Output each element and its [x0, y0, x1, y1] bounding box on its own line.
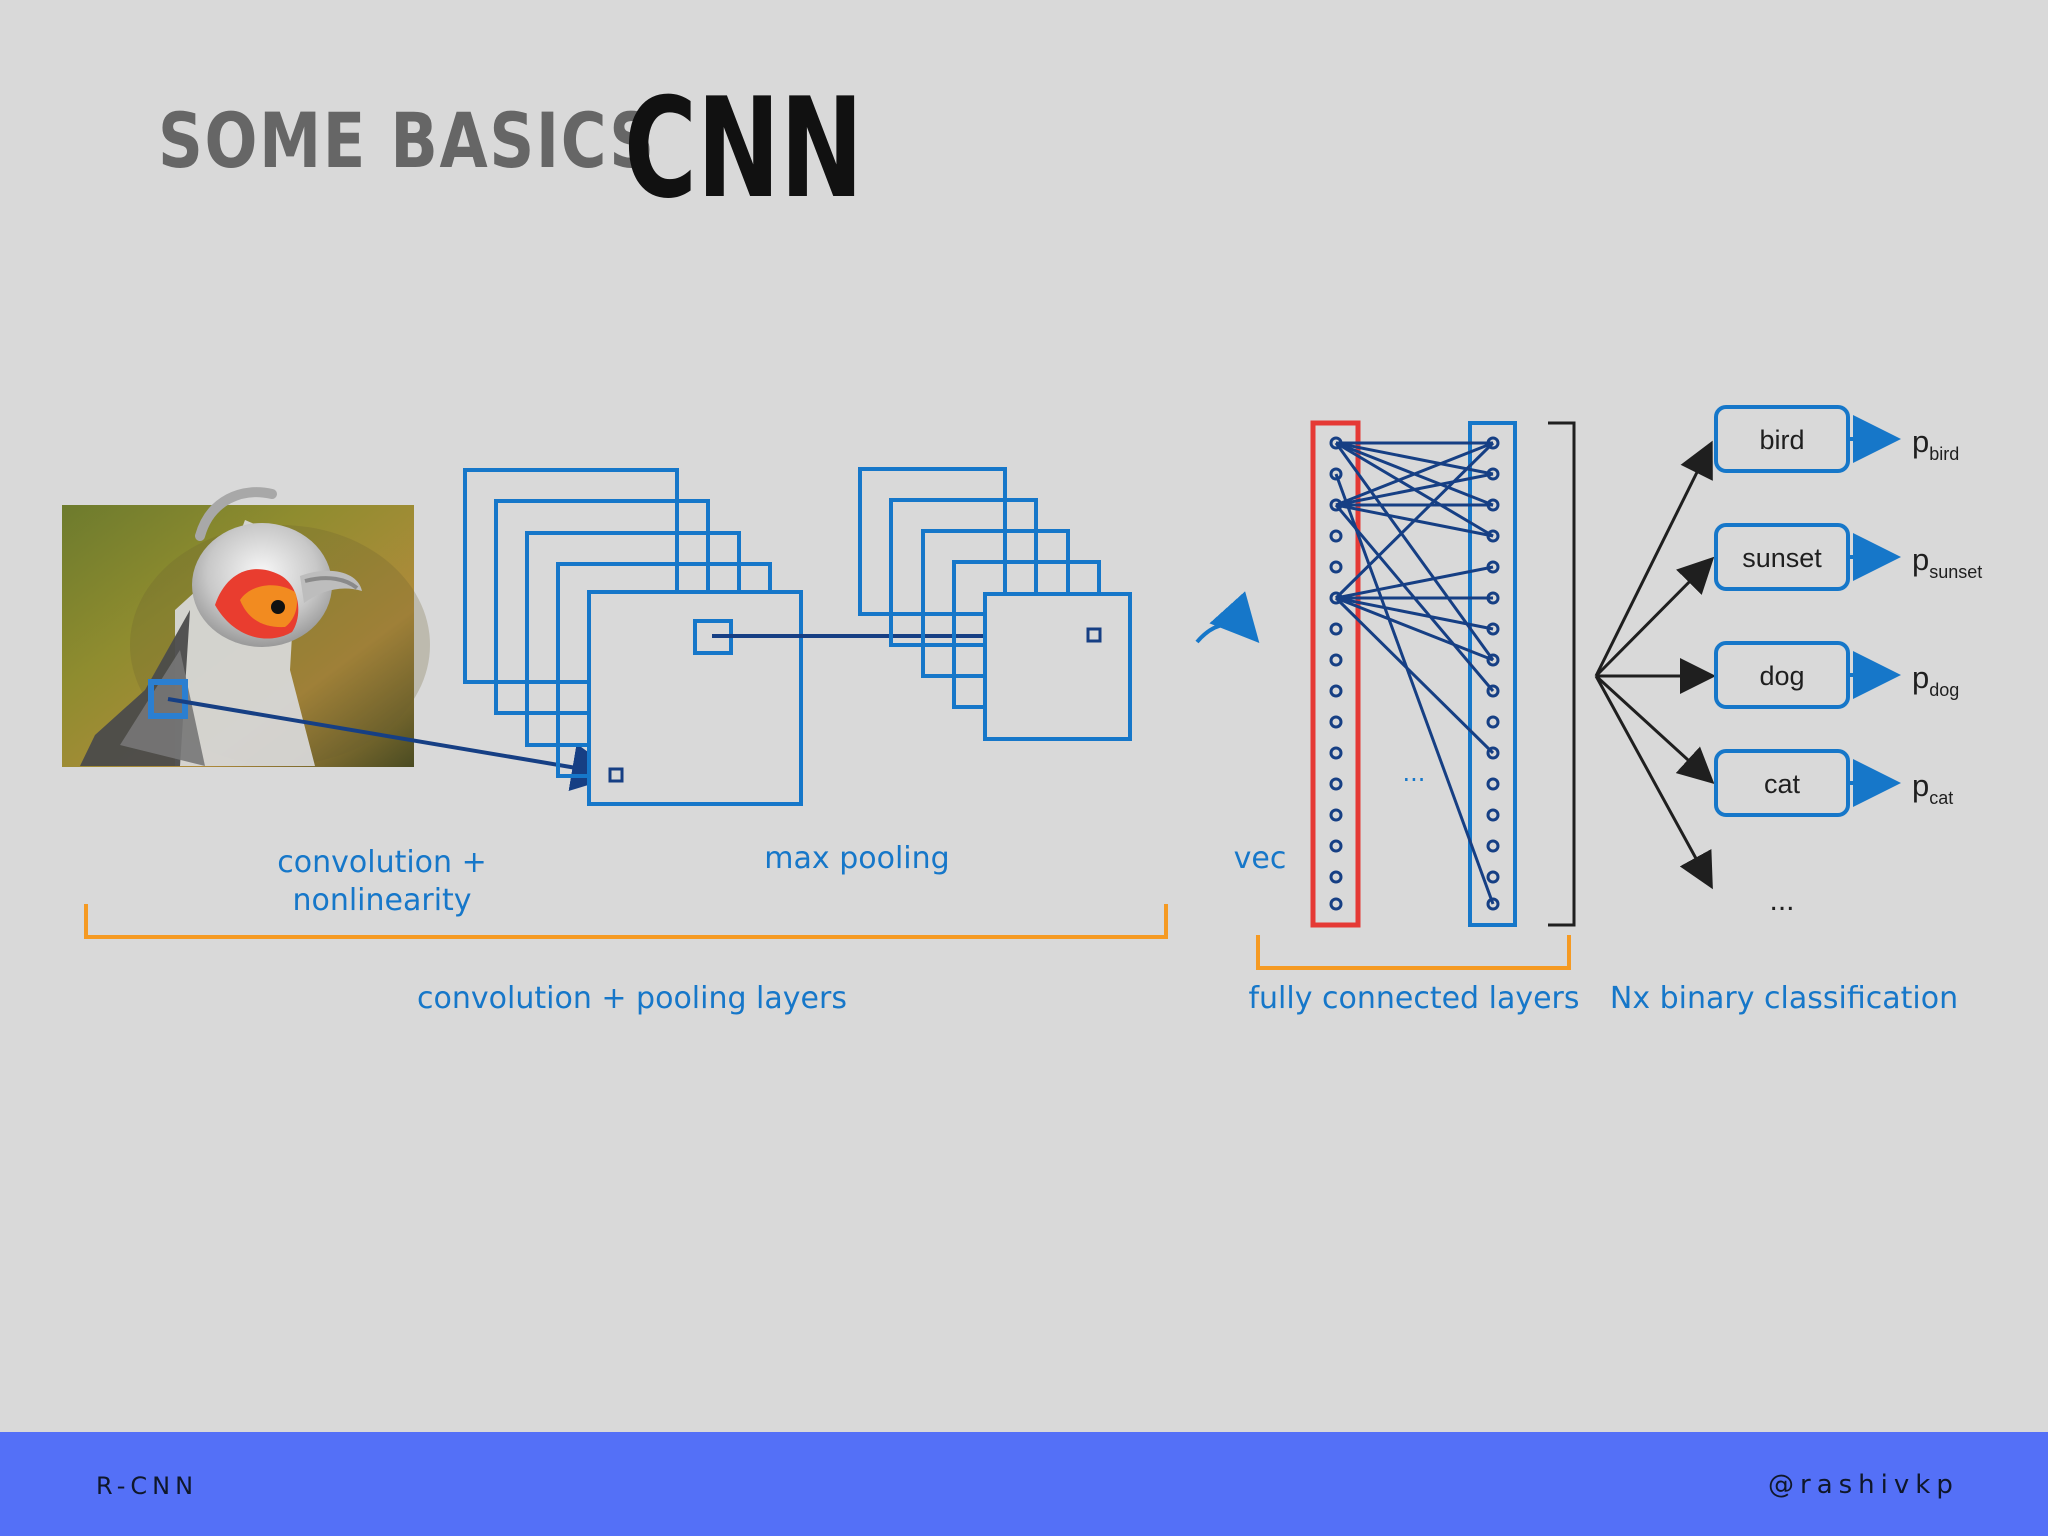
- label-hidden-ellipsis: ...: [1403, 759, 1426, 787]
- fc-bracket: [1256, 935, 1571, 970]
- input-vector-column: [1310, 420, 1361, 928]
- convolution-stack: [463, 468, 1106, 806]
- output-label-cat: cat: [1764, 769, 1801, 799]
- input-vector-nodes: [1329, 436, 1343, 911]
- probability-cat: pcat: [1912, 768, 1953, 808]
- probability-sunset: psunset: [1912, 542, 1982, 582]
- label-max-pooling: max pooling: [764, 841, 949, 876]
- output-label-bird: bird: [1759, 425, 1804, 455]
- footer-right-label: @rashivkp: [1768, 1470, 1959, 1500]
- label-conv-pool-layers: convolution + pooling layers: [417, 981, 847, 1016]
- label-fully-connected-layers: fully connected layers: [1248, 981, 1579, 1016]
- pooling-stack: [858, 467, 1260, 741]
- hidden-vector-column: [1468, 421, 1517, 927]
- output-box-bird: bird pbird: [1714, 405, 1959, 473]
- fully-connected-layers: [1310, 420, 1576, 928]
- output-box-sunset: sunset psunset: [1714, 523, 1982, 591]
- conv-pool-bracket: [84, 904, 1168, 939]
- output-box-dog: dog pdog: [1714, 641, 1959, 709]
- title-prefix: SOME BASICS: [158, 96, 656, 185]
- probability-dog: pdog: [1912, 660, 1959, 700]
- footer-left-label: R-CNN: [96, 1472, 199, 1500]
- output-label-dog: dog: [1759, 661, 1804, 691]
- footer-bar: R-CNN @rashivkp: [0, 1432, 2048, 1536]
- output-ellipsis: ...: [1769, 884, 1794, 917]
- flatten-arrow: [1195, 591, 1260, 644]
- title-main: CNN: [624, 68, 864, 229]
- conv-arrow: [167, 697, 620, 792]
- output-box-cat: cat pcat: [1714, 749, 1953, 817]
- dense-connections: [1334, 441, 1495, 905]
- label-convolution-line-1: convolution +: [277, 845, 486, 880]
- input-patch: [148, 679, 188, 719]
- output-label-sunset: sunset: [1742, 543, 1822, 573]
- classification-outputs: bird pbird sunset psunset dog pdog: [1594, 405, 1982, 917]
- classification-bracket: [1548, 421, 1576, 927]
- label-binary-classification: Nx binary classification: [1610, 981, 1958, 1016]
- probability-bird: pbird: [1912, 424, 1959, 464]
- label-vec: vec: [1234, 841, 1287, 876]
- label-convolution-line-2: nonlinearity: [292, 883, 471, 918]
- bird-image: [62, 487, 620, 792]
- hidden-vector-nodes: [1486, 436, 1500, 911]
